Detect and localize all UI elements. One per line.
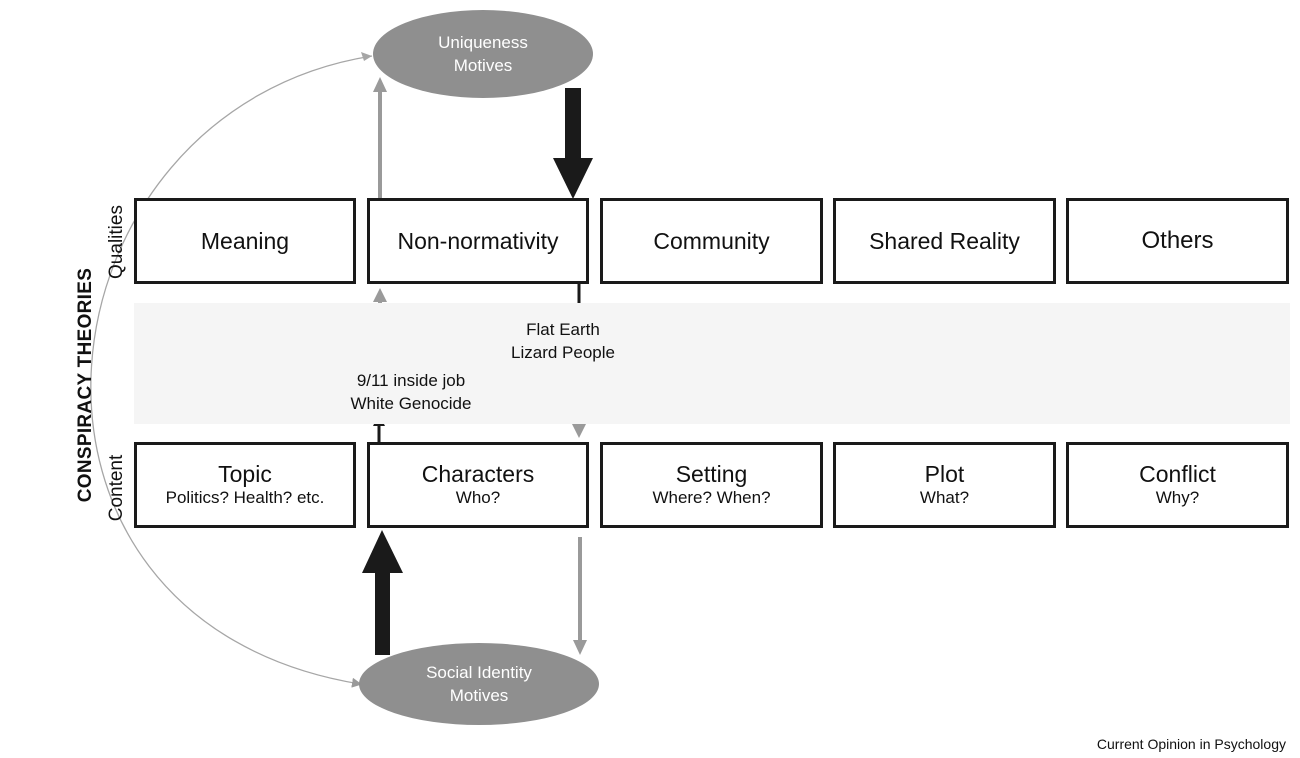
- example-white-genocide: White Genocide: [350, 394, 472, 413]
- examples-to-characters-arrowhead: [572, 424, 586, 438]
- content-subtitle: Why?: [1155, 488, 1200, 507]
- quality-box-others: Others: [1066, 198, 1289, 284]
- qualities-label: Qualities: [106, 205, 127, 279]
- content-subtitle: Who?: [455, 488, 501, 507]
- content-title: Topic: [218, 461, 272, 487]
- uniqueness-examples: Flat Earth Lizard People: [498, 318, 628, 364]
- characters-to-social-arrowhead: [573, 640, 587, 655]
- quality-label: Meaning: [200, 227, 290, 254]
- examples-to-nonnormativity-arrowhead: [373, 288, 387, 302]
- social-to-characters-head: [362, 530, 403, 573]
- uniqueness-motives-ellipse: Uniqueness Motives: [373, 10, 593, 98]
- motives-link-arc: [90, 55, 373, 688]
- social-to-characters-shaft: [375, 570, 390, 655]
- social-identity-motives-line1: Social Identity: [426, 663, 532, 682]
- content-title: Plot: [924, 461, 965, 487]
- motives-link-arc-start-head: [361, 52, 372, 61]
- uniqueness-motives-line1: Uniqueness: [438, 33, 528, 52]
- examples-band: [134, 303, 1290, 424]
- uniqueness-motives-line2: Motives: [453, 56, 513, 75]
- content-title: Conflict: [1139, 461, 1216, 487]
- content-subtitle: What?: [919, 488, 970, 507]
- content-subtitle: Where? When?: [652, 488, 771, 507]
- content-title: Setting: [675, 461, 748, 487]
- uniqueness-to-nonnormativity-head: [553, 158, 593, 199]
- social-identity-motives-ellipse: Social Identity Motives: [359, 643, 599, 725]
- quality-box-non-normativity: Non-normativity: [367, 198, 589, 284]
- content-subtitle: Politics? Health? etc.: [165, 488, 325, 507]
- example-9-11-inside-job: 9/11 inside job: [356, 371, 466, 390]
- content-box-plot: Plot What?: [833, 442, 1056, 528]
- qualities-to-uniqueness-arrowhead: [373, 77, 387, 92]
- social-identity-examples: 9/11 inside job White Genocide: [330, 369, 492, 415]
- social-identity-motives-line2: Motives: [449, 686, 509, 705]
- content-box-conflict: Conflict Why?: [1066, 442, 1289, 528]
- quality-box-shared-reality: Shared Reality: [833, 198, 1056, 284]
- quality-label: Non-normativity: [397, 227, 559, 254]
- example-flat-earth: Flat Earth: [526, 320, 600, 339]
- content-label: Content: [106, 454, 127, 522]
- quality-label: Community: [653, 227, 770, 254]
- conspiracy-theories-label: CONSPIRACY THEORIES: [75, 267, 96, 503]
- content-box-characters: Characters Who?: [367, 442, 589, 528]
- content-title: Characters: [421, 461, 535, 487]
- content-box-setting: Setting Where? When?: [600, 442, 823, 528]
- quality-label: Others: [1141, 227, 1214, 254]
- quality-box-meaning: Meaning: [134, 198, 356, 284]
- example-lizard-people: Lizard People: [511, 343, 615, 362]
- source-credit: Current Opinion in Psychology: [1096, 736, 1286, 752]
- quality-box-community: Community: [600, 198, 823, 284]
- content-box-topic: Topic Politics? Health? etc.: [134, 442, 356, 528]
- quality-label: Shared Reality: [869, 227, 1020, 254]
- uniqueness-to-nonnormativity-shaft: [565, 88, 581, 160]
